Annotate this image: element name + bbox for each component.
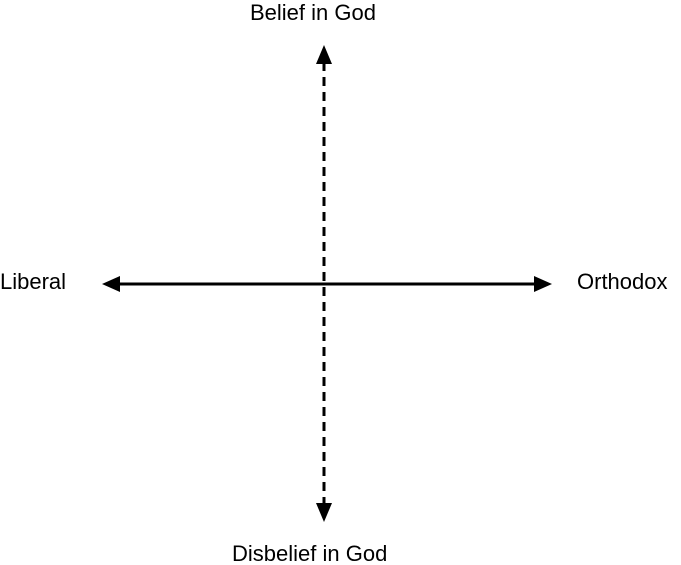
left-arrowhead: [102, 276, 120, 292]
down-arrowhead: [316, 503, 332, 522]
up-arrowhead: [316, 45, 332, 64]
belief-label: Belief in God: [250, 0, 376, 25]
disbelief-label: Disbelief in God: [232, 541, 388, 565]
right-arrowhead: [534, 276, 552, 292]
liberal-label: Liberal: [0, 269, 67, 294]
orthodox-label: Orthodox: [577, 269, 668, 294]
